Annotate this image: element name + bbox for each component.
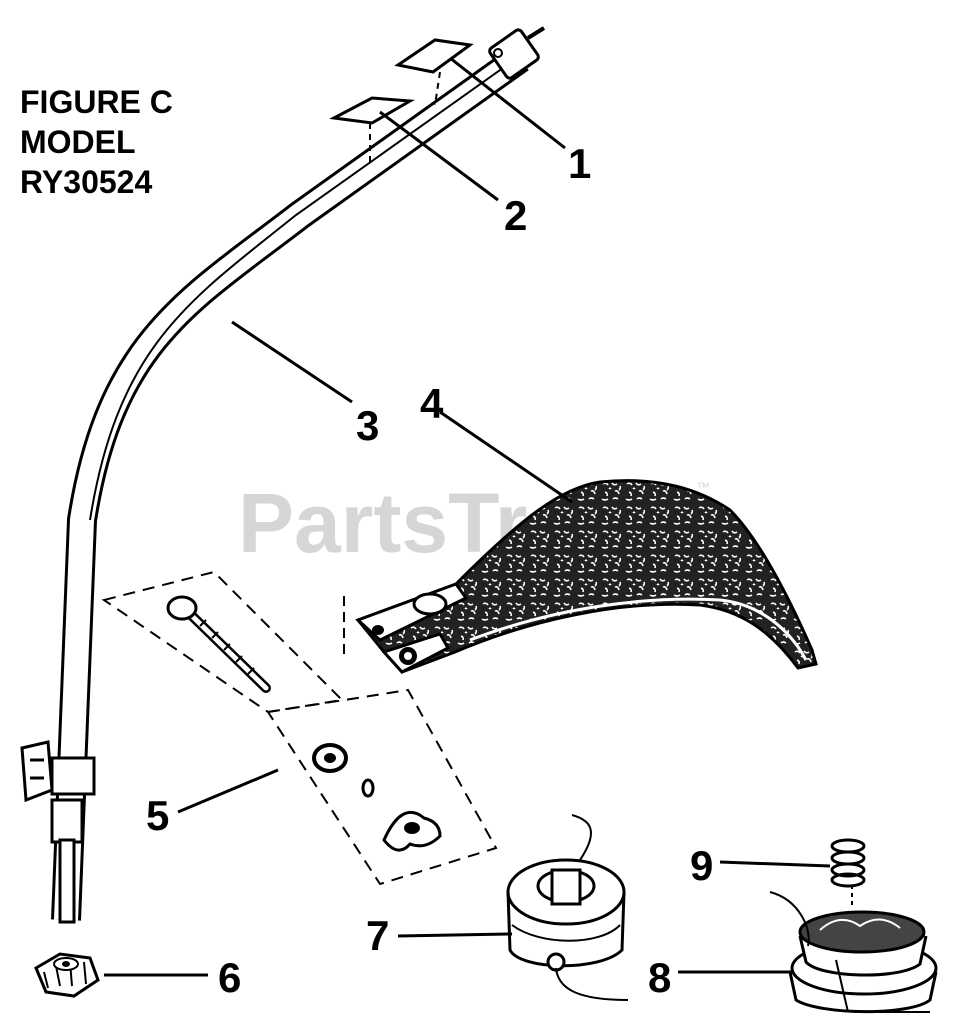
figure-label: FIGURE C — [20, 84, 173, 120]
watermark-tm: ™ — [696, 479, 710, 495]
part-4-guard — [343, 479, 818, 674]
model-number: RY30524 — [20, 164, 153, 200]
part-7-trimmer-head — [506, 814, 629, 1001]
figure-title-block: FIGURE C MODEL RY30524 — [20, 82, 173, 202]
callout-7: 7 — [366, 912, 389, 959]
callout-9: 9 — [690, 842, 713, 889]
callout-8: 8 — [648, 954, 671, 1001]
part-3-shaft — [20, 26, 546, 924]
part-5-hardware-kit — [101, 570, 498, 886]
part-6-knob — [34, 952, 100, 998]
callout-numbers: 1 2 3 4 5 6 7 8 9 — [146, 140, 713, 1001]
part-2-label-decal — [329, 96, 415, 162]
callout-6: 6 — [218, 954, 241, 1001]
model-label: MODEL — [20, 124, 136, 160]
callout-3: 3 — [356, 402, 379, 449]
part-1-label-decal — [394, 38, 474, 106]
callout-5: 5 — [146, 792, 169, 839]
leader-lines — [104, 56, 831, 977]
callout-1: 1 — [568, 140, 591, 187]
part-8-spool — [769, 882, 938, 1014]
callout-4: 4 — [420, 380, 444, 427]
callout-2: 2 — [504, 192, 527, 239]
part-9-spring — [830, 838, 866, 888]
